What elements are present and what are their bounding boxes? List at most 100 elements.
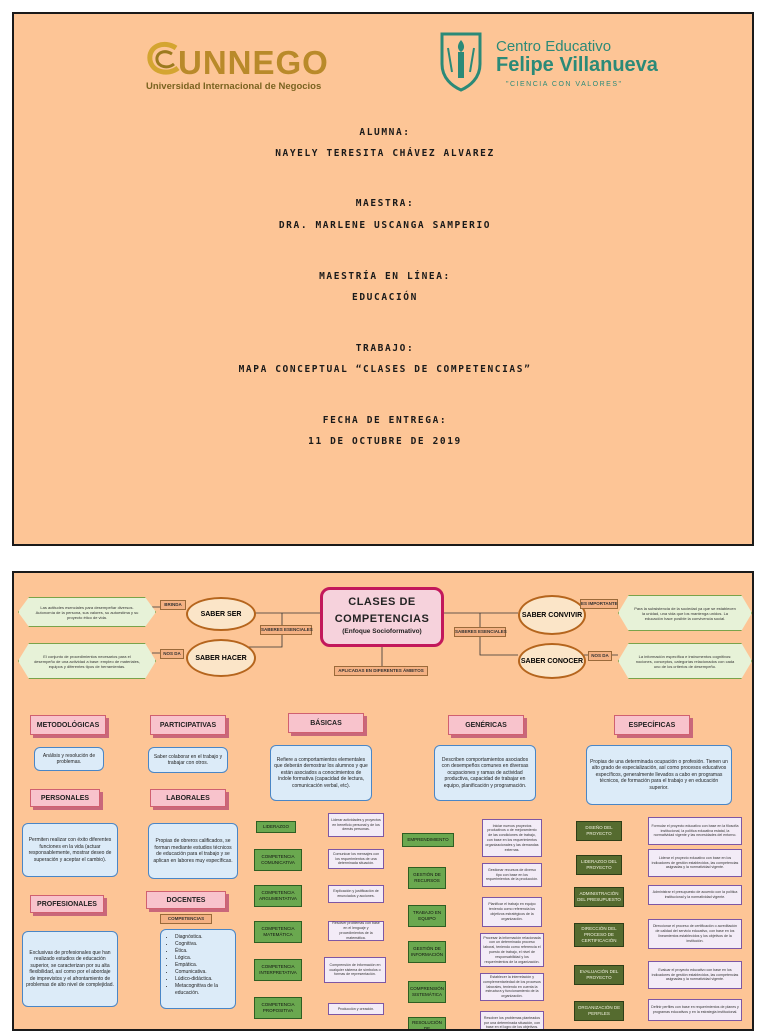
map-title: CLASES DE COMPETENCIAS: [334, 596, 430, 625]
unnego-subtitle: Universidad Internacional de Negocios: [146, 81, 322, 92]
fecha-value: 11 DE OCTUBRE DE 2019: [308, 436, 462, 447]
cat-participativas: PARTICIPATIVAS: [150, 715, 226, 735]
genericas-label: GESTIÓN DE RECURSOS: [408, 867, 446, 889]
cat-basicas: BÁSICAS: [288, 713, 364, 733]
basicas-label: COMPETENCIA COMUNICATIVA: [254, 849, 302, 871]
basicas-desc: Liderar actividades y proyectos en benef…: [328, 813, 384, 837]
saber-ser-desc: Las actitudes esenciales para desempeñar…: [18, 597, 156, 627]
brinda-tag: BRINDA: [160, 600, 186, 610]
genericas-label: GESTIÓN DE INFORMACIÓN: [408, 941, 446, 963]
cat-metodologicas: METODOLÓGICAS: [30, 715, 106, 735]
docentes-item: Cognitiva.: [175, 941, 229, 948]
genericas-label: TRABAJO EN EQUIPO: [408, 905, 446, 927]
trabajo-label: TRABAJO:: [355, 343, 415, 354]
cat-especificas: ESPECÍFICAS: [614, 715, 690, 735]
docentes-item: Metacognitiva de la educación.: [175, 983, 229, 997]
docentes-item: Ética.: [175, 948, 229, 955]
genericas-label: COMPRENSIÓN SISTEMÁTICA: [408, 981, 446, 1003]
maestra-label: MAESTRA:: [355, 198, 415, 209]
basicas-desc: Comunicar los mensajes con los requerimi…: [328, 849, 384, 869]
desc-participativas: Saber colaborar en el trabajo y trabajar…: [148, 747, 228, 773]
applied-tag: APLICADAS EN DIFERENTES ÁMBITOS: [334, 666, 428, 676]
saber-hacer-desc: El conjunto de procedimientos necesarios…: [18, 643, 156, 679]
genericas-desc: Resolver los problemas planteados por un…: [480, 1011, 544, 1029]
saber-hacer: SABER HACER: [186, 639, 256, 677]
desc-laborales: Propias de obreros calificados, se forma…: [148, 823, 238, 879]
desc-profesionales: Exclusivas de profesionales que han real…: [22, 931, 118, 1007]
maestria-label: MAESTRÍA EN LÍNEA:: [319, 271, 451, 282]
school-name: Felipe Villanueva: [496, 54, 658, 76]
basicas-label: COMPETENCIA PROPOSITIVA: [254, 997, 302, 1019]
basicas-label: COMPETENCIA ARGUMENTATIVA: [254, 885, 302, 907]
saber-conocer-desc: La información específica e instrumentos…: [618, 643, 752, 679]
map-subtitle: (Enfoque Socioformativo): [342, 628, 422, 635]
saberes-esenciales-right: SABERES ESENCIALES: [454, 627, 507, 637]
docentes-item: Lúdico-didáctica.: [175, 976, 229, 983]
especificas-label: EVALUACIÓN DEL PROYECTO: [574, 965, 624, 985]
especificas-label: LIDERAZGO DEL PROYECTO: [576, 855, 622, 875]
genericas-desc: Procesar la información relacionada con …: [480, 933, 544, 967]
basicas-desc: Producción y creación.: [328, 1003, 384, 1015]
desc-metodologicas: Análisis y resolución de problemas.: [34, 747, 104, 771]
concept-map-page: CLASES DE COMPETENCIAS (Enfoque Sociofor…: [12, 571, 754, 1031]
basicas-label: COMPETENCIA INTERPRETATIVA: [254, 959, 302, 981]
fecha-label: FECHA DE ENTREGA:: [322, 415, 448, 426]
genericas-label: EMPRENDIMIENTO: [402, 833, 454, 847]
especificas-desc: Definir perfiles con base en requerimien…: [648, 999, 742, 1021]
desc-especificas: Propias de una determinada ocupación o p…: [586, 745, 732, 805]
docentes-item: Diagnóstica.: [175, 934, 229, 941]
desc-genericas: Describen comportamientos asociados con …: [434, 745, 536, 801]
basicas-label: LIDERAZGO: [256, 821, 296, 833]
genericas-label: RESOLUCIÓN DE: [408, 1017, 446, 1029]
especificas-desc: Direccionar el proceso de certificación …: [648, 919, 742, 949]
felipe-villanueva-logo: Centro Educativo Felipe Villanueva "CIEN…: [436, 28, 666, 108]
docentes-item: Empática.: [175, 962, 229, 969]
especificas-label: ORGANIZACIÓN DE PERFILES: [574, 1001, 624, 1021]
desc-personales: Permiten realizar con éxito diferentes f…: [22, 823, 118, 877]
unnego-logo: UNNEGO Universidad Internacional de Nego…: [144, 38, 344, 98]
alumna-label: ALUMNA:: [359, 127, 411, 138]
maestra-name: DRA. MARLENE USCANGA SAMPERIO: [278, 220, 492, 231]
genericas-desc: Gestionar recursos de diverso tipo con b…: [482, 863, 542, 887]
docentes-competencias-tag: COMPETENCIAS: [160, 914, 212, 924]
saber-convivir: SABER CONVIVIR: [518, 595, 586, 635]
docentes-list-box: Diagnóstica. Cognitiva. Ética. Lógica. E…: [160, 929, 236, 1009]
unnego-emblem-icon: [147, 42, 180, 75]
cover-page: UNNEGO Universidad Internacional de Nego…: [12, 12, 754, 546]
trabajo-value: MAPA CONCEPTUAL “CLASES DE COMPETENCIAS”: [238, 364, 532, 375]
basicas-label: COMPETENCIA MATEMÁTICA: [254, 921, 302, 943]
torch-crest-icon: [440, 32, 482, 92]
nos-da-right-tag: NOS DA: [588, 651, 612, 661]
basicas-desc: Comprensión de información en cualquier …: [324, 957, 386, 983]
especificas-label: DISEÑO DEL PROYECTO: [576, 821, 622, 841]
especificas-desc: Liderar el proyecto educativo con base e…: [648, 849, 742, 877]
basicas-desc: Explicación y justificación de enunciado…: [328, 885, 384, 903]
especificas-label: ADMINISTRACIÓN DEL PRESUPUESTO: [574, 887, 624, 907]
genericas-desc: Planificar el trabajo en equipo teniendo…: [482, 897, 542, 927]
school-motto: "CIENCIA CON VALORES": [506, 81, 623, 88]
unnego-wordmark: UNNEGO: [178, 44, 329, 81]
docentes-item: Comunicativa.: [175, 969, 229, 976]
desc-basicas: Refiere a comportamientos elementales qu…: [270, 745, 372, 801]
especificas-desc: Administrar el presupuesto de acuerdo co…: [648, 885, 742, 905]
saber-conocer: SABER CONOCER: [518, 643, 586, 679]
cat-docentes: DOCENTES: [146, 891, 226, 909]
cat-profesionales: PROFESIONALES: [30, 895, 104, 913]
school-line1: Centro Educativo: [496, 38, 612, 55]
saber-convivir-desc: Para la subsistencia de la sociedad ya q…: [618, 595, 752, 631]
cat-laborales: LABORALES: [150, 789, 226, 807]
nos-da-left-tag: NOS DA: [160, 649, 184, 659]
alumna-name: NAYELY TERESITA CHÁVEZ ALVAREZ: [275, 148, 495, 159]
genericas-desc: Establecer la interrelación y complement…: [480, 973, 544, 1001]
cat-personales: PERSONALES: [30, 789, 100, 807]
saber-ser: SABER SER: [186, 597, 256, 631]
especificas-label: DIRECCIÓN DEL PROCESO DE CERTIFICACIÓN: [574, 923, 624, 947]
basicas-desc: Resolver problemas con base en el lengua…: [328, 921, 384, 941]
especificas-desc: Formular el proyecto educativo con base …: [648, 817, 742, 845]
cat-genericas: GENÉRICAS: [448, 715, 524, 735]
especificas-desc: Evaluar el proyecto educativo con base e…: [648, 961, 742, 989]
es-importante-tag: ES IMPORTANTE: [580, 599, 618, 609]
map-title-box: CLASES DE COMPETENCIAS (Enfoque Sociofor…: [320, 587, 444, 647]
saberes-esenciales-left: SABERES ESENCIALES: [260, 625, 313, 635]
genericas-desc: Iniciar nuevos proyectos productivos o d…: [482, 819, 542, 857]
